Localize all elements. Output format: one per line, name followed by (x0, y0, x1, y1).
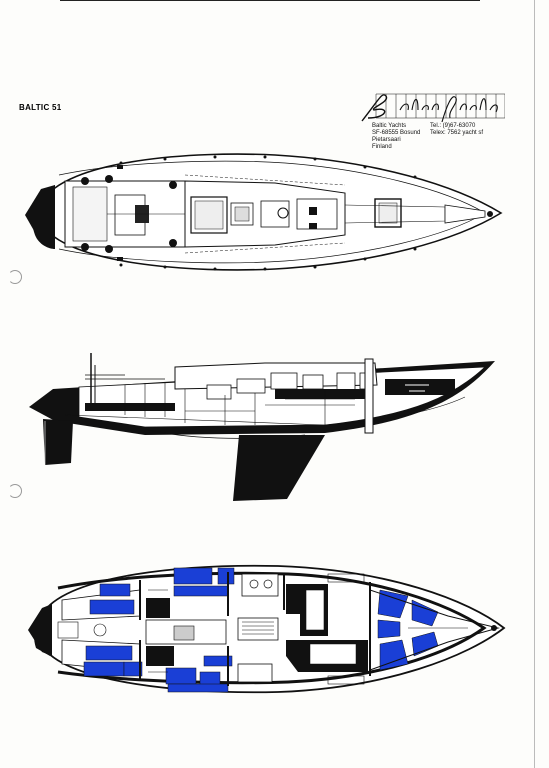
top-border (60, 0, 480, 1)
company-contact: Tel.: (9)67-63070 Telex: 7562 yacht sf (430, 123, 483, 137)
address-line: Pietarsaari (372, 137, 401, 143)
company-address: Baltic Yachts SF-68555 Bosund Pietarsaar… (372, 123, 420, 151)
address-line: Finland (372, 144, 392, 150)
model-title: BALTIC 51 (19, 103, 62, 112)
baltic-yachts-logo (361, 93, 505, 123)
address-line: Baltic Yachts (372, 123, 407, 129)
page-edge (534, 0, 535, 768)
address-line: SF-68555 Bosund (372, 130, 421, 136)
accommodation-plan-view (28, 564, 506, 694)
profile-section-view (29, 353, 495, 501)
contact-line: Telex: 7562 yacht sf (430, 130, 484, 136)
punch-hole-top (8, 270, 22, 284)
punch-hole-bottom (8, 484, 22, 498)
deck-plan-view (25, 153, 503, 271)
contact-line: Tel.: (9)67-63070 (430, 123, 476, 129)
